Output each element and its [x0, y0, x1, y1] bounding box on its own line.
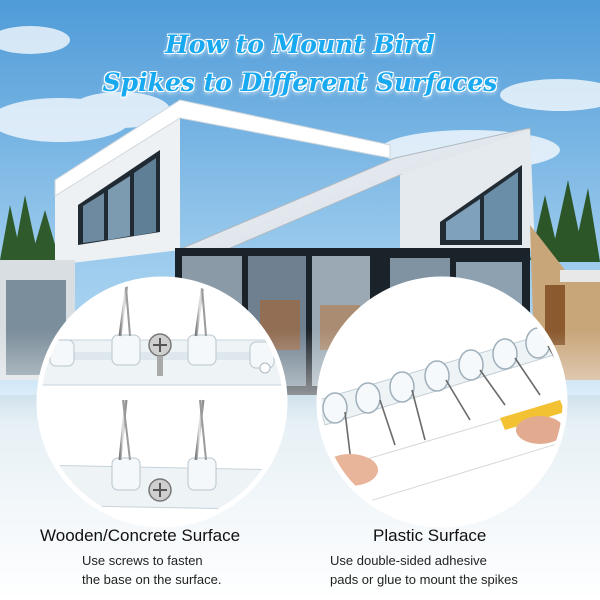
plastic-desc-line-1: Use double-sided adhesive [330, 553, 487, 568]
wooden-concrete-desc-line-1: Use screws to fasten [82, 553, 203, 568]
plastic-surface-description: Use double-sided adhesive pads or glue t… [330, 551, 518, 589]
title-line-1: How to Mount Bird [165, 30, 435, 59]
plastic-desc-line-2: pads or glue to mount the spikes [330, 572, 518, 587]
wooden-concrete-description: Use screws to fasten the base on the sur… [82, 551, 221, 589]
adhesive-mount-photo [319, 279, 565, 525]
screw-mount-photo [39, 279, 285, 525]
wooden-concrete-heading: Wooden/Concrete Surface [40, 526, 241, 545]
page-title: How to Mount Bird Spikes to Different Su… [0, 26, 600, 102]
plastic-surface-heading: Plastic Surface [373, 526, 487, 545]
title-line-2: Spikes to Different Surfaces [102, 68, 498, 97]
wooden-concrete-desc-line-2: the base on the surface. [82, 572, 222, 587]
